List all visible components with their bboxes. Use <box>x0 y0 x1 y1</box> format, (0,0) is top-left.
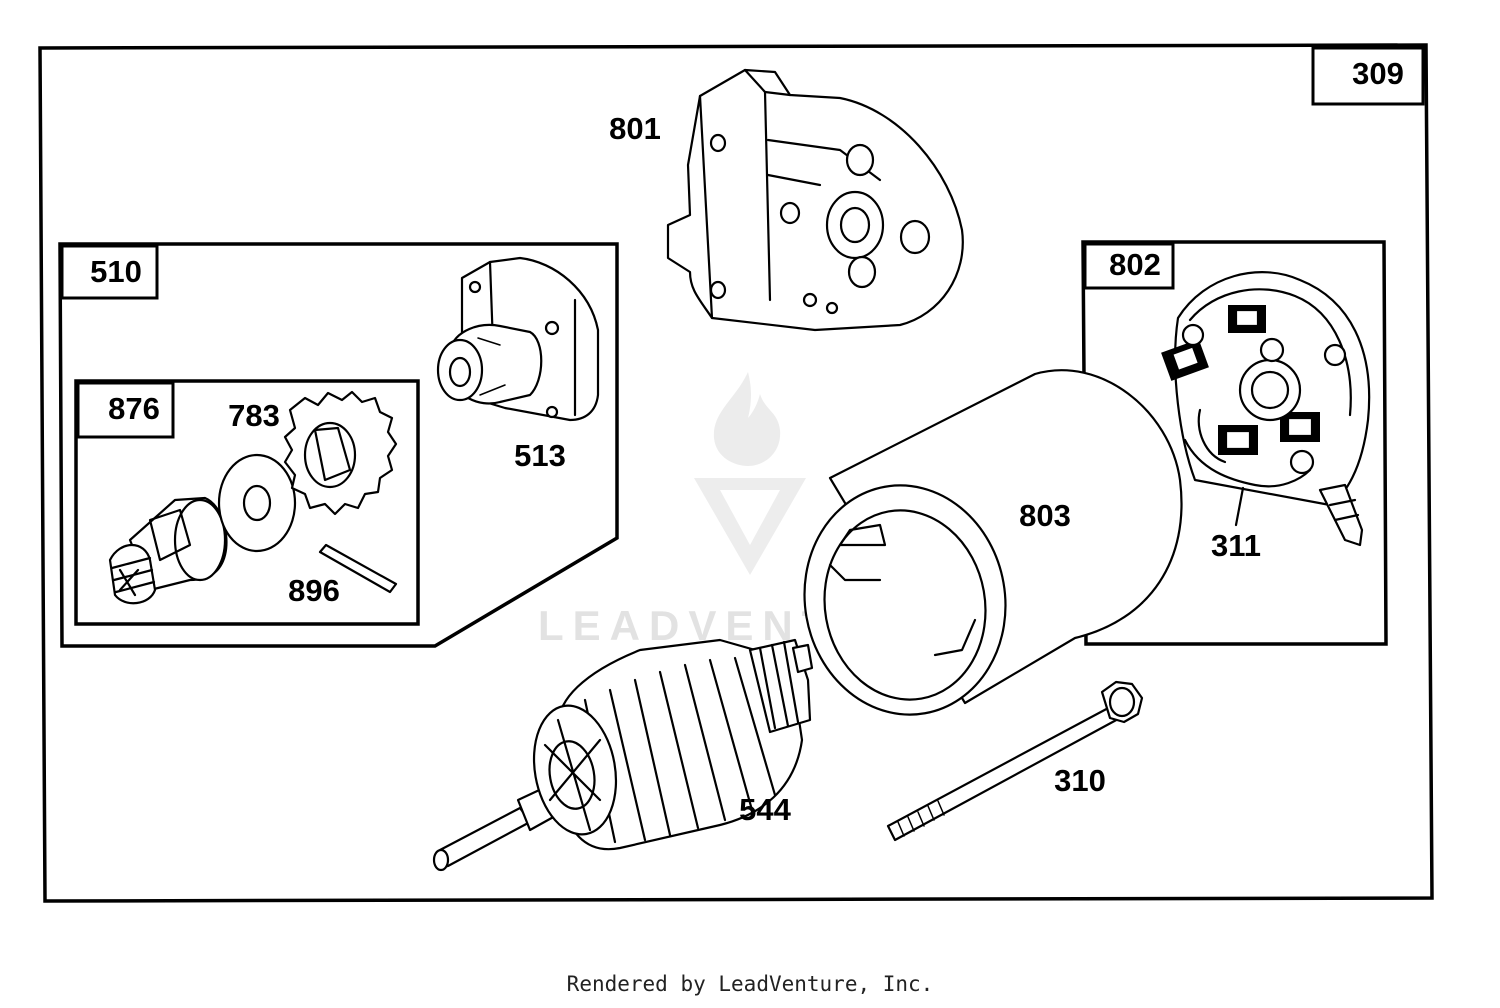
part-544-armature <box>432 638 814 872</box>
label-802: 802 <box>1109 247 1161 282</box>
label-783: 783 <box>228 398 280 433</box>
label-310: 310 <box>1054 763 1106 798</box>
part-803-housing <box>803 369 1183 716</box>
label-876: 876 <box>108 391 160 426</box>
part-513-drive-housing <box>436 256 600 422</box>
subassembly-876-tag <box>76 381 175 439</box>
part-783-gear <box>217 390 398 553</box>
label-803: 803 <box>1019 498 1071 533</box>
label-510: 510 <box>90 254 142 289</box>
part-801-bracket <box>666 68 964 332</box>
label-801: 801 <box>609 111 661 146</box>
assembly-number-box <box>1311 46 1425 106</box>
label-896: 896 <box>288 573 340 608</box>
assembly-number: 309 <box>1352 56 1404 91</box>
subassembly-510-panel <box>58 242 619 648</box>
parts-diagram: LEADVENTURE 309 510 876 802 801 <box>38 43 1434 903</box>
label-311: 311 <box>1211 528 1261 563</box>
watermark-flame-icon <box>713 372 781 466</box>
label-513: 513 <box>514 438 566 473</box>
part-896-pin <box>318 543 398 594</box>
leader-311 <box>1234 486 1245 527</box>
part-310-bolt <box>886 680 1144 842</box>
subassembly-876-panel <box>74 379 420 626</box>
subassembly-510-tag <box>60 244 159 300</box>
watermark-v-icon <box>694 478 806 575</box>
part-876-clutch <box>108 496 228 605</box>
label-544: 544 <box>739 792 791 827</box>
subassembly-802-tag <box>1083 242 1175 290</box>
part-802-brush-plate <box>1161 271 1371 547</box>
outer-frame <box>38 43 1434 903</box>
footer-credit: Rendered by LeadVenture, Inc. <box>566 972 934 996</box>
